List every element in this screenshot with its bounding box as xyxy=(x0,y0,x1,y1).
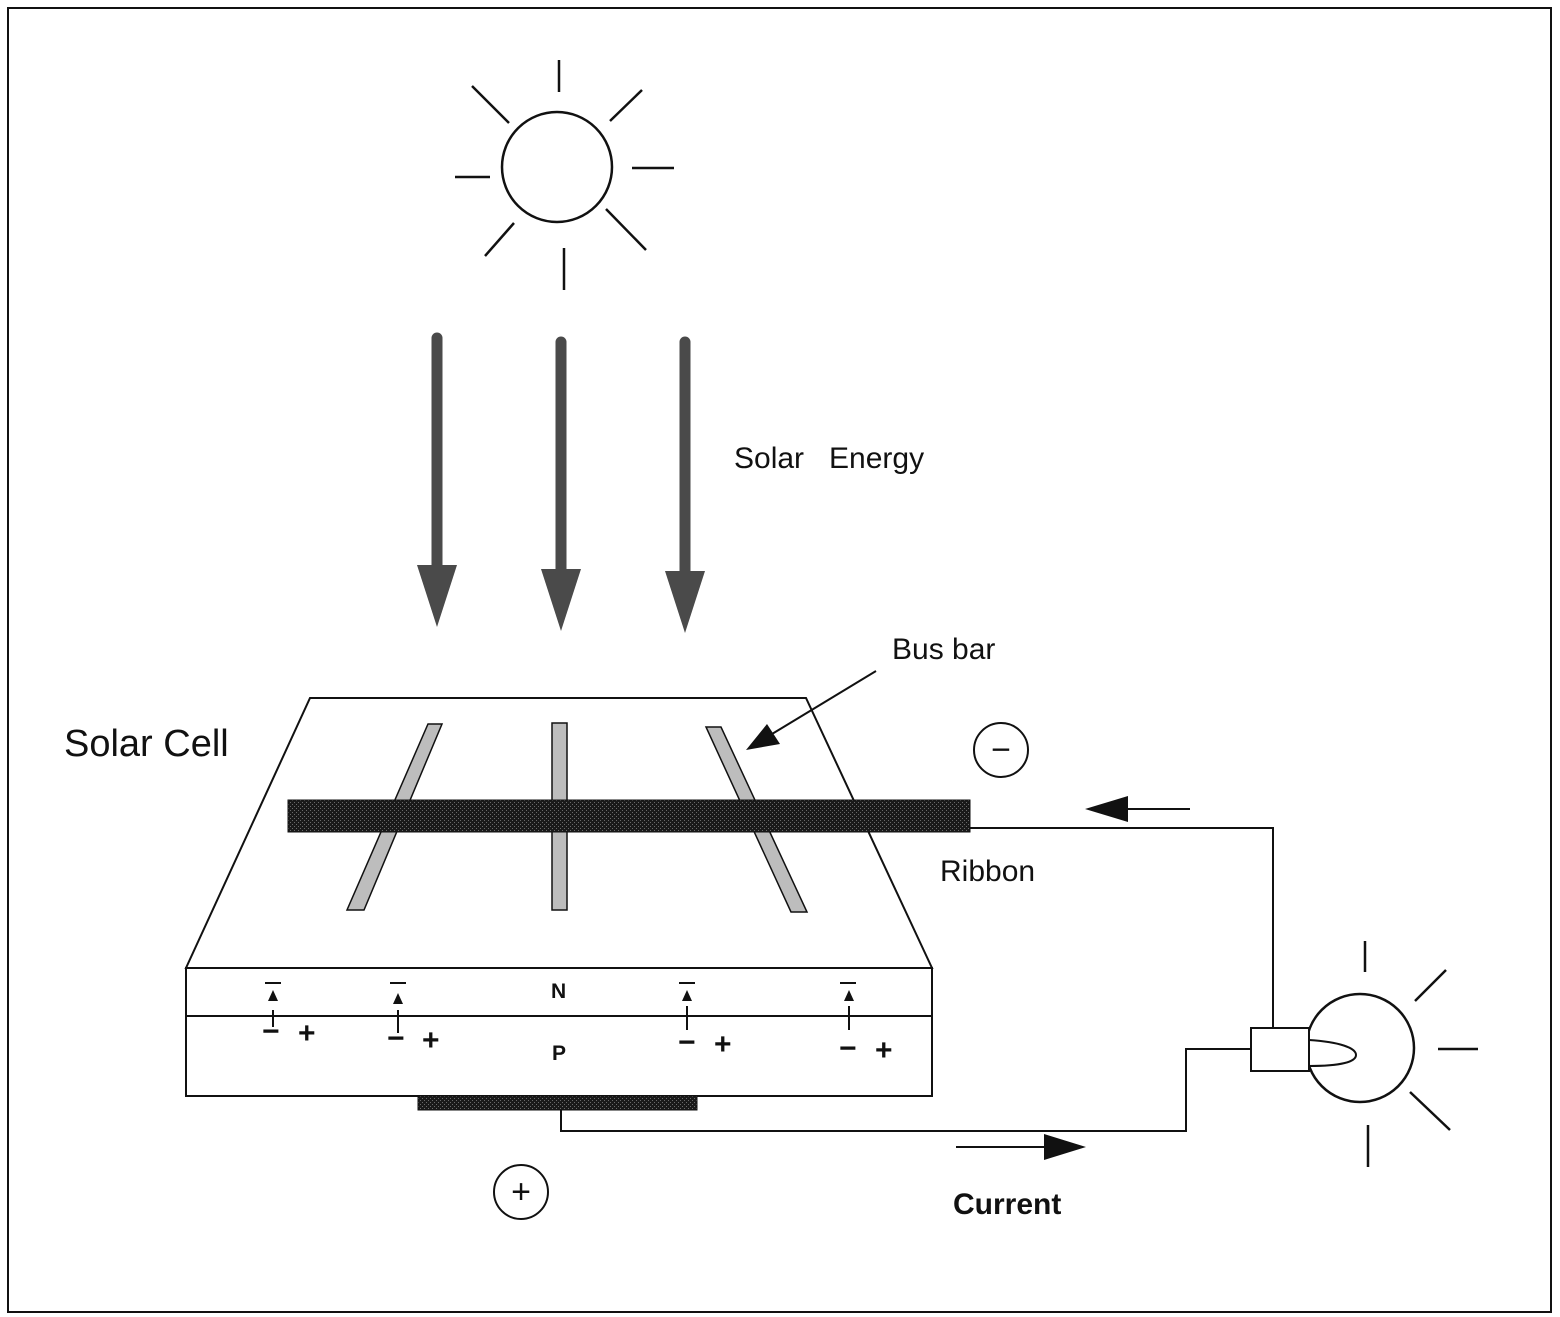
current-label: Current xyxy=(953,1188,1061,1221)
diagram-frame xyxy=(7,7,1552,1313)
hole-sign: + xyxy=(875,1034,893,1067)
positive-terminal-sign: + xyxy=(511,1173,531,1211)
ray-arrow-left xyxy=(417,332,457,627)
negative-terminal-icon: − xyxy=(973,722,1029,778)
charge-pair-4: − + xyxy=(839,982,893,1067)
ribbon-label: Ribbon xyxy=(940,855,1035,888)
charge-pair-3: − + xyxy=(678,982,732,1061)
charge-pair-2: − + xyxy=(387,982,440,1057)
electron-sign: − xyxy=(839,1032,857,1065)
return-arrow xyxy=(1085,796,1190,822)
solar-cell: N P − + − + − + − + xyxy=(184,697,971,1111)
solar-energy-label: Solar Energy xyxy=(734,442,924,475)
electron-sign: − xyxy=(678,1026,696,1059)
top-wire xyxy=(970,827,1274,1028)
charge-pair-1: − + xyxy=(262,982,316,1050)
solar-cell-label: Solar Cell xyxy=(64,723,229,765)
bottom-wire xyxy=(560,1048,1251,1132)
current-arrow xyxy=(956,1134,1086,1160)
electron-sign: − xyxy=(262,1015,280,1048)
bus-bar-pointer xyxy=(746,670,877,750)
hole-sign: + xyxy=(422,1024,440,1057)
circuit-wires xyxy=(560,827,1274,1132)
positive-terminal-icon: + xyxy=(493,1164,549,1220)
hole-sign: + xyxy=(298,1017,316,1050)
solar-rays xyxy=(417,332,705,633)
light-bulb-icon xyxy=(1250,941,1478,1167)
bus-bar-label: Bus bar xyxy=(892,633,995,666)
ray-arrow-right xyxy=(665,336,705,633)
p-layer-label: P xyxy=(552,1042,566,1065)
ribbon xyxy=(287,799,971,833)
n-layer-label: N xyxy=(551,980,566,1003)
electron-sign: − xyxy=(387,1022,405,1055)
ray-arrow-middle xyxy=(541,336,581,631)
negative-terminal-sign: − xyxy=(991,731,1011,769)
back-contact xyxy=(417,1095,698,1111)
hole-sign: + xyxy=(714,1028,732,1061)
sun-icon xyxy=(455,60,674,290)
p-layer xyxy=(185,1015,933,1097)
